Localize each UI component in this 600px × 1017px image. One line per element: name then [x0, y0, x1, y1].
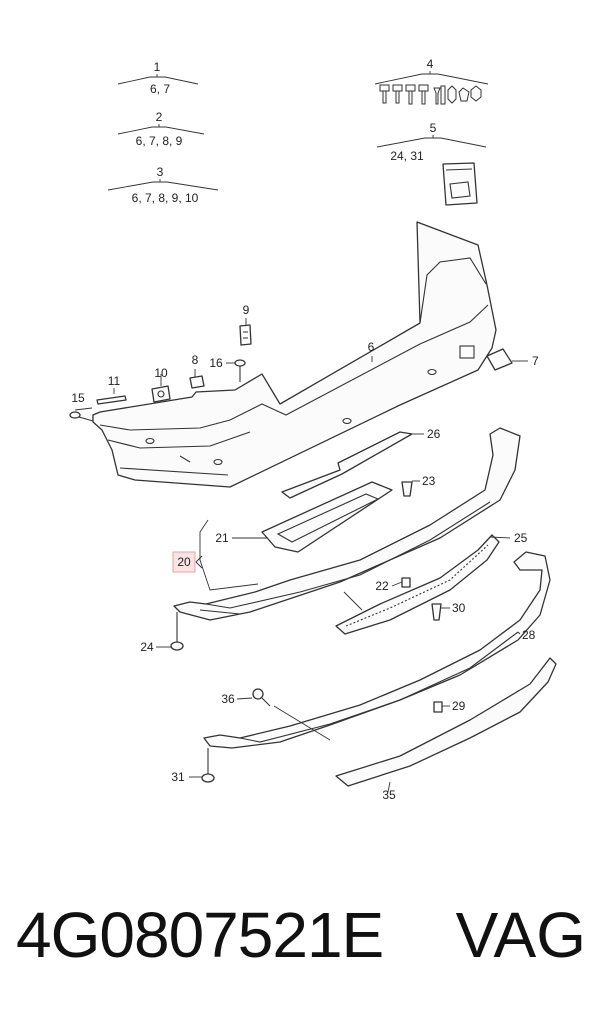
- reflector-strip-26: [281, 431, 413, 499]
- callout-25: 25: [514, 531, 528, 545]
- screw-31: [201, 748, 215, 783]
- clip-23: [401, 481, 413, 497]
- screw-set-icon: [379, 84, 482, 105]
- screw-16: [234, 359, 246, 382]
- screw-24: [170, 612, 184, 651]
- callout-21: 21: [215, 531, 229, 545]
- callout-8: 8: [192, 353, 199, 367]
- callout-23: 23: [422, 474, 436, 488]
- callout-6: 6: [368, 340, 375, 354]
- kit-group-1: 1 6, 7: [117, 60, 199, 96]
- callout-36: 36: [221, 692, 235, 706]
- bracket-10: [151, 385, 171, 403]
- callout-24: 24: [140, 640, 154, 654]
- callout-labels: 6 7 8 9 10 11 15 16 26 23 21 20 22 25 30…: [71, 303, 539, 802]
- callout-31: 31: [171, 770, 185, 784]
- parts-bag-icon: [442, 162, 478, 206]
- callout-5: 5: [430, 121, 437, 135]
- kit-group-3: 3 6, 7, 8, 9, 10: [107, 165, 219, 205]
- kit-group-4: 4: [374, 57, 489, 105]
- callout-9: 9: [243, 303, 250, 317]
- leader-lines: [74, 318, 528, 793]
- callout-5-refs: 24, 31: [390, 149, 424, 163]
- callout-3-refs: 6, 7, 8, 9, 10: [132, 191, 199, 205]
- callout-22: 22: [375, 579, 389, 593]
- screw-36: [252, 688, 271, 707]
- clip-30: [431, 603, 442, 621]
- trim-strip-11: [96, 395, 127, 405]
- callout-1-refs: 6, 7: [150, 82, 170, 96]
- kit-group-2: 2 6, 7, 8, 9: [117, 110, 205, 148]
- callout-7: 7: [532, 354, 539, 368]
- callout-2: 2: [156, 110, 163, 124]
- footer: 4G0807521E VAG: [0, 895, 600, 985]
- chrome-strip-35: [335, 657, 557, 787]
- rear-diffuser-20: [173, 427, 521, 621]
- brand-name: VAG: [455, 899, 586, 971]
- lower-trim-28: [203, 551, 551, 749]
- tow-hook-cap: [486, 348, 513, 371]
- callout-15: 15: [71, 391, 85, 405]
- callout-35: 35: [382, 788, 396, 802]
- callout-2-refs: 6, 7, 8, 9: [136, 134, 183, 148]
- nut-22: [401, 577, 411, 588]
- part-number: 4G0807521E: [16, 899, 384, 971]
- callout-11: 11: [108, 374, 121, 388]
- mounting-clip-8: [189, 375, 205, 389]
- callout-4: 4: [427, 57, 434, 71]
- callout-28: 28: [522, 628, 536, 642]
- callout-29: 29: [452, 699, 466, 713]
- mounting-frame-21: [261, 481, 393, 553]
- rear-bumper-cover: [92, 221, 497, 488]
- highlighted-part-callout: 20: [172, 551, 196, 573]
- grille-25: [335, 534, 500, 635]
- screw-15: [69, 411, 94, 422]
- callout-16: 16: [209, 356, 223, 370]
- callout-20: 20: [177, 555, 191, 569]
- callout-10: 10: [154, 366, 168, 380]
- bracket-9: [239, 324, 252, 346]
- callout-3: 3: [157, 165, 164, 179]
- callout-26: 26: [427, 427, 441, 441]
- callout-1: 1: [154, 60, 161, 74]
- callout-30: 30: [452, 601, 466, 615]
- kit-group-5: 5 24, 31: [376, 121, 487, 206]
- nut-29: [433, 701, 443, 713]
